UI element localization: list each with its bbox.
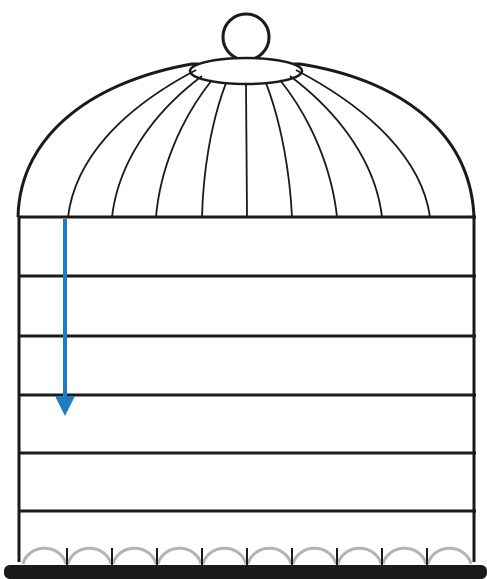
cage-dome-ribs [68,70,430,217]
dome-rib [296,70,430,217]
base-arc [203,548,246,564]
cage-base-bar [4,565,487,579]
base-arc [68,548,111,564]
dome-rib [202,83,226,217]
dome-rib [68,70,196,217]
dome-rib [280,80,337,217]
cage-base-ticks [67,548,427,565]
dome-rib [290,76,382,217]
dome-rib [112,76,202,217]
dome-rib [266,83,292,217]
base-arc [158,548,201,564]
base-arc [248,548,291,564]
base-arc [293,548,336,564]
base-arc [338,548,381,564]
base-arc [113,548,156,564]
cage-dome-cap [190,58,302,84]
base-arc [383,548,426,564]
base-arc [428,548,471,564]
down-arrow-icon [55,219,75,416]
arrow-head [55,396,75,416]
base-arc [23,548,66,564]
cage-top-ring [223,14,269,60]
cage-horizontal-bars [18,217,476,511]
dome-rib [246,84,247,217]
